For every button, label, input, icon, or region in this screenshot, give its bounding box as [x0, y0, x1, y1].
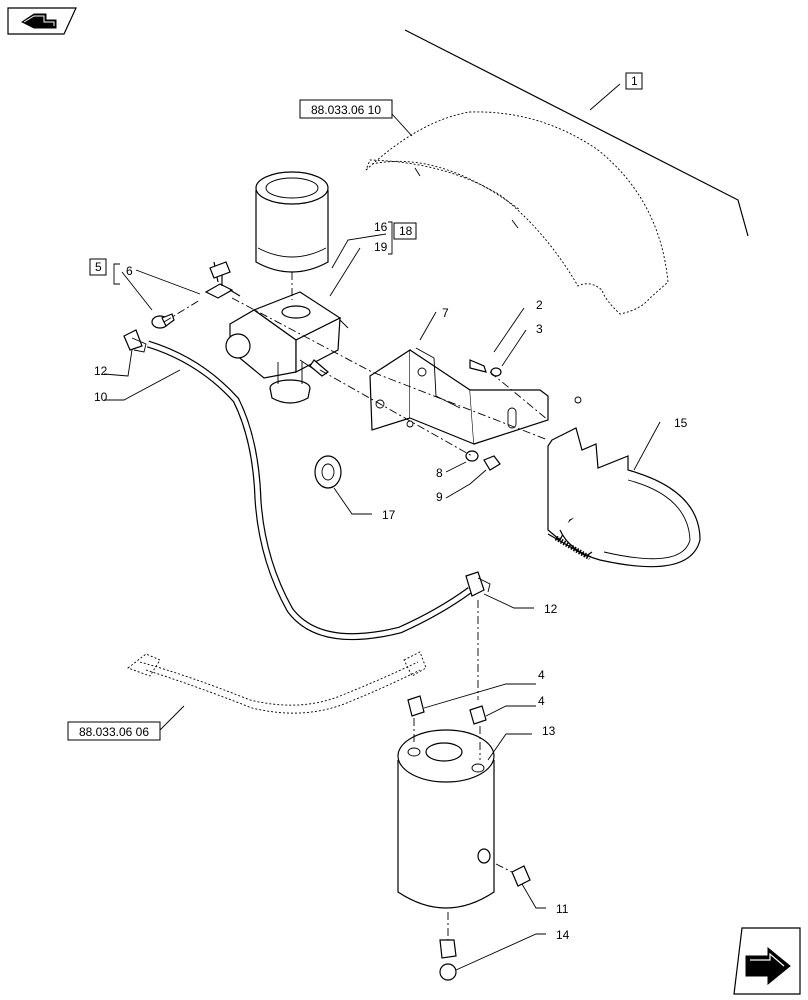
callout-brackets: [113, 221, 393, 285]
item-number: 19: [374, 240, 388, 254]
item-label-n14: 14: [556, 928, 570, 942]
item-number: 6: [126, 264, 133, 278]
item-number: 15: [674, 416, 688, 430]
item-label-n16: 16: [374, 220, 388, 234]
cross-reference-bottom[interactable]: 88.033.06 06: [67, 721, 161, 741]
item-number: 9: [436, 490, 443, 504]
item-label-n6: 6: [126, 264, 133, 278]
item-label-n15: 15: [674, 416, 688, 430]
cross-reference-top-label: 88.033.06 10: [311, 103, 381, 117]
item-number: 13: [542, 724, 556, 738]
item-number: 17: [382, 508, 396, 522]
nut-9: [483, 455, 501, 471]
air-dryer-cartridge: [255, 171, 329, 273]
item-number: 3: [536, 322, 543, 336]
item-number: 4: [538, 694, 545, 708]
item-label-n9: 9: [436, 490, 443, 504]
air-reservoir-tank: [397, 729, 495, 909]
tee-fitting: [204, 261, 241, 299]
item-number: 11: [556, 902, 569, 916]
item-number: 2: [536, 298, 543, 312]
item-label-n17: 17: [382, 508, 396, 522]
frame-outline: [404, 29, 749, 237]
air-dryer-valve: [225, 291, 349, 404]
item-number: 14: [556, 928, 570, 942]
item-label-n8: 8: [436, 466, 443, 480]
fender-phantom: [365, 111, 669, 315]
item-label-n19: 19: [374, 240, 388, 254]
item-label-n2: 2: [536, 298, 543, 312]
item-number: 4: [538, 668, 545, 682]
connector-4b: [469, 705, 487, 725]
item-label-n10: 10: [94, 390, 108, 404]
item-label-n12a: 12: [94, 364, 108, 378]
grommet: [314, 455, 342, 489]
back-arrow-icon[interactable]: [7, 7, 77, 35]
elbow-fitting-top: [123, 329, 147, 353]
connector-4a: [407, 695, 425, 717]
fitting-6: [151, 313, 175, 329]
forward-arrow-icon[interactable]: [733, 927, 801, 995]
cross-reference-bottom-label: 88.033.06 06: [79, 725, 149, 739]
air-hose: [146, 340, 473, 641]
cross-reference-top[interactable]: 88.033.06 10: [299, 99, 393, 119]
tank-strap-bracket: [547, 396, 701, 568]
mounting-bracket: [369, 347, 549, 445]
item-number: 10: [94, 390, 108, 404]
elbow-fitting-lower: [465, 571, 491, 597]
item-label-n4b: 4: [538, 694, 545, 708]
item-label-n7: 7: [442, 306, 449, 320]
item-label-n3: 3: [536, 322, 543, 336]
item-label-n12b: 12: [544, 602, 558, 616]
item-number: 7: [442, 306, 449, 320]
item-number: 1: [631, 74, 638, 88]
item-number: 5: [95, 260, 102, 274]
washer-8: [465, 450, 479, 462]
washer-3: [490, 367, 502, 377]
hose-phantom: [127, 651, 427, 714]
plug-11: [511, 865, 531, 887]
item-label-n4a: 4: [538, 668, 545, 682]
bolt-2: [469, 359, 487, 373]
item-label-n18: 18: [393, 222, 417, 240]
item-number: 18: [399, 224, 413, 238]
leader-lines: [103, 83, 661, 971]
item-number: 12: [94, 364, 108, 378]
item-number: 16: [374, 220, 388, 234]
item-label-n11: 11: [556, 902, 569, 916]
item-number: 12: [544, 602, 558, 616]
item-label-n13: 13: [542, 724, 556, 738]
item-label-n1: 1: [625, 72, 643, 90]
item-label-n5: 5: [89, 258, 107, 276]
drain-valve-14: [439, 939, 457, 981]
assembly-centerlines: [163, 272, 549, 940]
item-number: 8: [436, 466, 443, 480]
